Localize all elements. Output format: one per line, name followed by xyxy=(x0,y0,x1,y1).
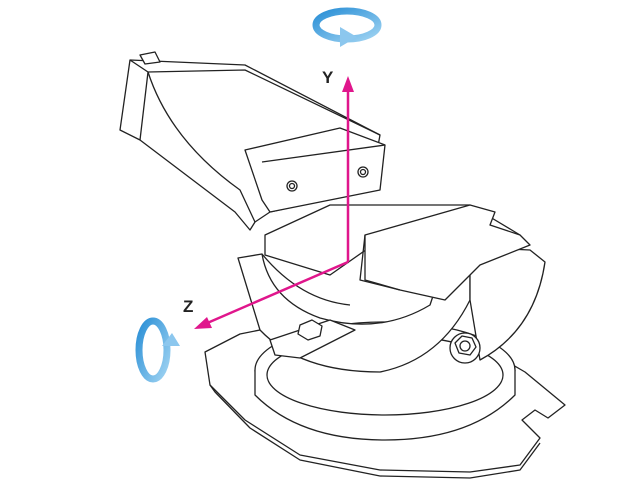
z-axis-arrow xyxy=(194,260,349,329)
jaw-plate xyxy=(244,127,386,213)
z-axis-label: Z xyxy=(183,297,194,316)
y-axis-label: Y xyxy=(322,68,334,87)
rotation-arrow-horizontal-icon xyxy=(312,7,382,47)
rotation-arrow-vertical-icon xyxy=(135,317,180,383)
vise-outline xyxy=(119,51,566,479)
y-axis-arrow xyxy=(342,76,354,262)
